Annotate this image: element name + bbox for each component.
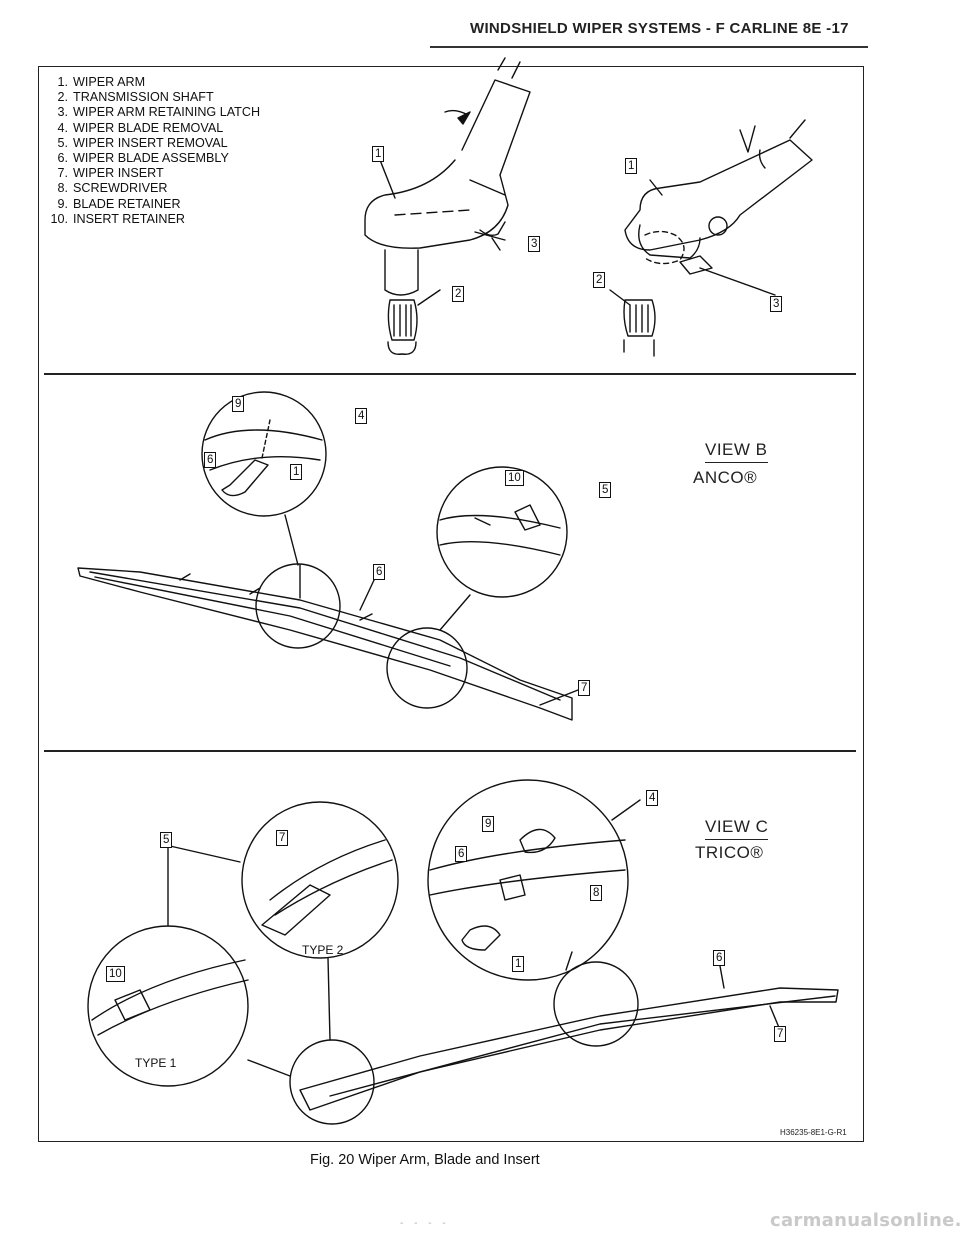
callout-b3: 3	[770, 296, 783, 312]
panel-divider-bottom	[44, 750, 856, 752]
callout-c8: 8	[590, 885, 603, 901]
callout-c9: 9	[482, 816, 495, 832]
figure-frame	[38, 66, 864, 1142]
legend-item: 3.WIPER ARM RETAINING LATCH	[57, 105, 261, 120]
legend-item: 8.SCREWDRIVER	[57, 181, 168, 196]
callout-m6b: 6	[373, 564, 386, 580]
legend-item: 4.WIPER BLADE REMOVAL	[57, 120, 224, 135]
legend-item: 6.WIPER BLADE ASSEMBLY	[57, 151, 229, 166]
parts-legend: 1.WIPER ARM 2.TRANSMISSION SHAFT 3.WIPER…	[50, 75, 260, 227]
callout-c5: 5	[160, 832, 173, 848]
callout-c6: 6	[455, 846, 468, 862]
callout-c1: 1	[512, 956, 525, 972]
arm-shaft-left-drawing	[364, 57, 531, 355]
view-b-brand: ANCO®	[693, 468, 758, 487]
view-c-brand: TRICO®	[695, 843, 764, 862]
callout-c7: 7	[276, 830, 289, 846]
legend-item: 10.INSERT RETAINER	[50, 211, 185, 226]
legend-item: 5.WIPER INSERT REMOVAL	[57, 135, 228, 150]
callout-a3: 3	[528, 236, 541, 252]
anco-blade-drawing	[77, 391, 579, 721]
header-rule	[430, 46, 868, 48]
callout-m7: 7	[578, 680, 591, 696]
callout-m9: 9	[232, 396, 245, 412]
figure-caption: Fig. 20 Wiper Arm, Blade and Insert	[310, 1152, 540, 1168]
trico-blade-drawing	[87, 779, 839, 1125]
running-head: WINDSHIELD WIPER SYSTEMS - F CARLINE 8E …	[470, 20, 849, 37]
callout-c4: 4	[646, 790, 659, 806]
type-2-label: TYPE 2	[302, 943, 344, 957]
figure-code: H36235-8E1-G-R1	[780, 1128, 847, 1137]
legend-item: 9.BLADE RETAINER	[57, 196, 181, 211]
callout-b2: 2	[593, 272, 606, 288]
callout-b1: 1	[625, 158, 638, 174]
callout-c6b: 6	[713, 950, 726, 966]
legend-item: 2.TRANSMISSION SHAFT	[57, 90, 214, 105]
callout-a1: 1	[372, 146, 385, 162]
legend-item: 1.WIPER ARM	[57, 75, 146, 89]
watermark: carmanualsonline.info	[770, 1210, 960, 1231]
callout-c10: 10	[106, 966, 125, 982]
view-b-title: VIEW B	[705, 440, 768, 463]
view-c-title: VIEW C	[705, 817, 769, 840]
callout-m10: 10	[505, 470, 524, 486]
callout-m4: 4	[355, 408, 368, 424]
callout-m5: 5	[599, 482, 612, 498]
callout-m1: 1	[290, 464, 303, 480]
callout-m6: 6	[204, 452, 217, 468]
arm-shaft-right-drawing	[609, 119, 813, 357]
type-1-label: TYPE 1	[135, 1056, 177, 1070]
callout-c7b: 7	[774, 1026, 787, 1042]
callout-a2: 2	[452, 286, 465, 302]
stray-mark: - - - -	[400, 1218, 450, 1229]
panel-divider-top	[44, 373, 856, 375]
legend-item: 7.WIPER INSERT	[57, 166, 164, 181]
